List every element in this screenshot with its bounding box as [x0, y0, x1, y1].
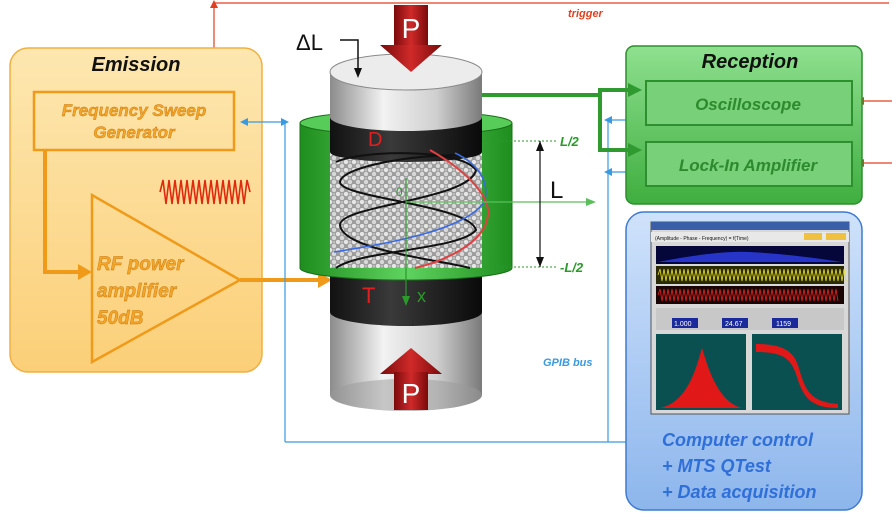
displacement-indicator: ΔL: [296, 30, 362, 78]
rf-power-amplifier-triangle: [90, 192, 243, 365]
computer-panel: (Amplitude - Phase - Frequency) = f(Time…: [625, 211, 863, 511]
amplifier-output-connector: [240, 272, 332, 288]
pressure-arrow-top: P: [380, 5, 442, 72]
x-axis-label: x: [417, 286, 426, 306]
oscilloscope-label: Oscilloscope: [695, 95, 801, 114]
lockin-amplifier-box: [645, 141, 853, 187]
length-label: L: [550, 177, 563, 204]
pressure-top-label: P: [402, 13, 421, 44]
screenshot-header: (Amplitude - Phase - Frequency) = f(Time…: [655, 236, 749, 242]
received-signal-connector: [482, 83, 642, 157]
delta-l-label: ΔL: [296, 30, 323, 55]
amp-label-line2: amplifier: [97, 281, 178, 302]
reception-title: Reception: [702, 51, 799, 73]
screenshot-readout-3: 1159: [776, 321, 791, 328]
software-screenshot: (Amplitude - Phase - Frequency) = f(Time…: [650, 221, 850, 415]
pressure-arrow-bottom: P: [380, 348, 442, 410]
half-length-top-label: L/2: [560, 134, 580, 149]
pressure-bottom-label: P: [402, 378, 421, 409]
screenshot-readout-1: 1.000: [674, 321, 692, 328]
computer-label-line2: + MTS QTest: [662, 456, 772, 476]
gpib-bus-label: GPIB bus: [543, 357, 593, 369]
origin-label: 0: [396, 185, 403, 199]
generator-label-line1: Frequency Sweep: [62, 101, 207, 120]
computer-label-line3: + Data acquisition: [662, 482, 817, 502]
emission-panel: Emission Frequency Sweep Generator RF po…: [9, 47, 263, 373]
trigger-label: trigger: [568, 8, 604, 20]
screenshot-readout-2: 24.67: [725, 321, 743, 328]
amp-label-line3: 50dB: [97, 308, 144, 329]
rf-burst-icon: [159, 179, 251, 205]
generator-label-line2: Generator: [93, 123, 176, 142]
top-plate-label: D: [368, 129, 382, 151]
frequency-sweep-generator-box: [32, 90, 236, 152]
computer-label-line1: Computer control: [662, 430, 814, 450]
oscilloscope-box: [645, 80, 853, 126]
bottom-plate-label: T: [362, 283, 375, 308]
emission-title: Emission: [92, 54, 181, 76]
reception-panel: Reception Oscilloscope Lock-In Amplifier: [625, 45, 863, 205]
amp-label-line1: RF power: [97, 254, 185, 275]
lockin-amplifier-label: Lock-In Amplifier: [679, 156, 819, 175]
half-length-bottom-label: -L/2: [560, 260, 584, 275]
